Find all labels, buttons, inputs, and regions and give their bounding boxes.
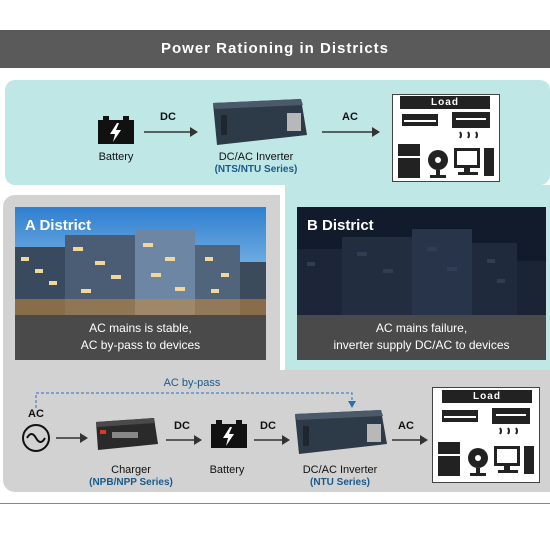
ac-arrow — [322, 127, 380, 137]
district-a-caption: AC mains is stable, AC by-pass to device… — [15, 315, 266, 360]
district-a-caption-line1: AC mains is stable, — [89, 321, 192, 335]
ac-label: AC — [342, 111, 358, 123]
ac-out-arrow — [392, 435, 428, 445]
district-b-caption-line1: AC mains failure, — [375, 321, 468, 335]
battery-label: Battery — [98, 151, 134, 163]
dc-label: DC — [160, 111, 176, 123]
inverter-device-icon — [213, 99, 307, 145]
battery-icon — [98, 116, 134, 144]
bottom-divider — [0, 503, 550, 504]
battery-label-bottom: Battery — [209, 464, 245, 476]
district-b-buildings-image — [297, 207, 546, 315]
inverter-device-icon-bottom — [295, 410, 387, 454]
charger-device-icon — [96, 418, 158, 450]
dc-arrow — [144, 127, 198, 137]
inverter-label-bottom: DC/AC Inverter — [302, 464, 378, 476]
dc-label-1: DC — [174, 420, 190, 432]
district-b-caption-line2: inverter supply DC/AC to devices — [333, 338, 510, 352]
battery-to-inverter-arrow — [254, 435, 290, 445]
district-a-buildings-image — [15, 207, 266, 315]
district-b-photo — [297, 207, 546, 315]
title-bar — [0, 30, 550, 68]
page-title: Power Rationing in Districts — [160, 40, 390, 57]
ac-in-label: AC — [28, 408, 44, 420]
inverter-series-bottom: (NTU Series) — [309, 477, 370, 488]
district-a-photo — [15, 207, 266, 315]
ac-out-label: AC — [398, 420, 414, 432]
battery-icon-bottom — [211, 420, 247, 448]
district-b-caption: AC mains failure, inverter supply DC/AC … — [297, 315, 546, 360]
charger-label: Charger — [111, 464, 151, 476]
load-appliances-icon-bottom — [438, 408, 534, 476]
load-label: Load — [400, 96, 490, 109]
district-b-title: B District — [307, 217, 374, 234]
charger-to-battery-arrow — [166, 435, 202, 445]
bypass-label: AC by-pass — [163, 377, 221, 389]
inverter-label: DC/AC Inverter — [218, 151, 294, 163]
load-label-bottom: Load — [442, 390, 532, 403]
load-appliances-icon — [398, 112, 494, 178]
charger-series: (NPB/NPP Series) — [89, 477, 173, 488]
district-a-title: A District — [25, 217, 92, 234]
dc-label-2: DC — [260, 420, 276, 432]
district-a-caption-line2: AC by-pass to devices — [80, 338, 201, 352]
ac-source-icon — [22, 424, 50, 452]
ac-to-charger-arrow — [56, 433, 88, 443]
bypass-dashed-arrow — [35, 392, 356, 408]
inverter-series: (NTS/NTU Series) — [214, 164, 298, 175]
